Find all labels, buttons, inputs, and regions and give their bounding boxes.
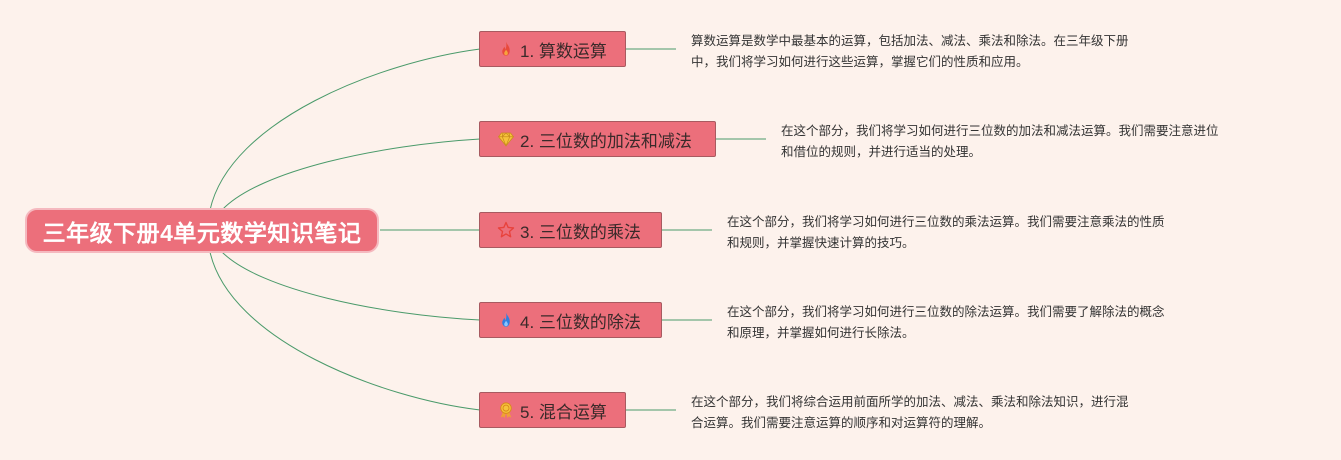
- connector-root-to-branch-2: [221, 138, 481, 211]
- branch-label-1: 1. 算数运算: [520, 41, 607, 61]
- connector-root-to-branch-5: [209, 251, 481, 411]
- branch-label-4: 4. 三位数的除法: [520, 312, 641, 332]
- branch-description-2-line-2: 和借位的规则，并进行适当的处理。: [781, 145, 982, 159]
- branch-description-4-line-2: 和原理，并掌握如何进行长除法。: [727, 326, 915, 340]
- branch-node-1[interactable]: 1. 算数运算: [479, 31, 626, 67]
- connector-root-to-branch-1: [209, 48, 481, 211]
- branch-description-1-line-2: 中，我们将学习如何进行这些运算，掌握它们的性质和应用。: [691, 55, 1029, 69]
- fire-icon: [502, 41, 510, 56]
- branch-description-5: 在这个部分，我们将综合运用前面所学的加法、减法、乘法和除法知识，进行混 合运算。…: [691, 392, 1129, 434]
- branch-node-4[interactable]: 4. 三位数的除法: [479, 302, 662, 338]
- branch-node-5[interactable]: 5. 混合运算: [479, 392, 626, 428]
- root-topic[interactable]: 三年级下册4单元数学知识笔记: [25, 208, 379, 253]
- diamond-icon: [498, 132, 514, 147]
- branch-label-2: 2. 三位数的加法和减法: [520, 131, 692, 151]
- branch-description-2-line-1: 在这个部分，我们将学习如何进行三位数的加法和减法运算。我们需要注意进位: [781, 124, 1219, 138]
- branch-node-3[interactable]: 3. 三位数的乘法: [479, 212, 662, 248]
- branch-description-1: 算数运算是数学中最基本的运算，包括加法、减法、乘法和除法。在三年级下册 中，我们…: [691, 31, 1129, 73]
- branch-description-5-line-1: 在这个部分，我们将综合运用前面所学的加法、减法、乘法和除法知识，进行混: [691, 395, 1129, 409]
- branch-description-3-line-1: 在这个部分，我们将学习如何进行三位数的乘法运算。我们需要注意乘法的性质: [727, 215, 1165, 229]
- branch-description-5-line-2: 合运算。我们需要注意运算的顺序和对运算符的理解。: [691, 416, 992, 430]
- connector-root-to-branch-4: [221, 251, 481, 321]
- star-icon: [497, 221, 515, 238]
- medal-icon: [500, 402, 512, 419]
- branch-label-3: 3. 三位数的乘法: [520, 222, 641, 242]
- branch-description-1-line-1: 算数运算是数学中最基本的运算，包括加法、减法、乘法和除法。在三年级下册: [691, 34, 1129, 48]
- water-drop-icon: [502, 312, 510, 327]
- branch-description-3-line-2: 和规则，并掌握快速计算的技巧。: [727, 236, 915, 250]
- branch-node-2[interactable]: 2. 三位数的加法和减法: [479, 121, 716, 157]
- branch-description-4: 在这个部分，我们将学习如何进行三位数的除法运算。我们需要了解除法的概念 和原理，…: [727, 302, 1165, 344]
- branch-label-5: 5. 混合运算: [520, 402, 607, 422]
- branch-description-3: 在这个部分，我们将学习如何进行三位数的乘法运算。我们需要注意乘法的性质 和规则，…: [727, 212, 1165, 254]
- branch-description-4-line-1: 在这个部分，我们将学习如何进行三位数的除法运算。我们需要了解除法的概念: [727, 305, 1165, 319]
- root-topic-label: 三年级下册4单元数学知识笔记: [42, 219, 362, 246]
- branch-description-2: 在这个部分，我们将学习如何进行三位数的加法和减法运算。我们需要注意进位 和借位的…: [781, 121, 1219, 163]
